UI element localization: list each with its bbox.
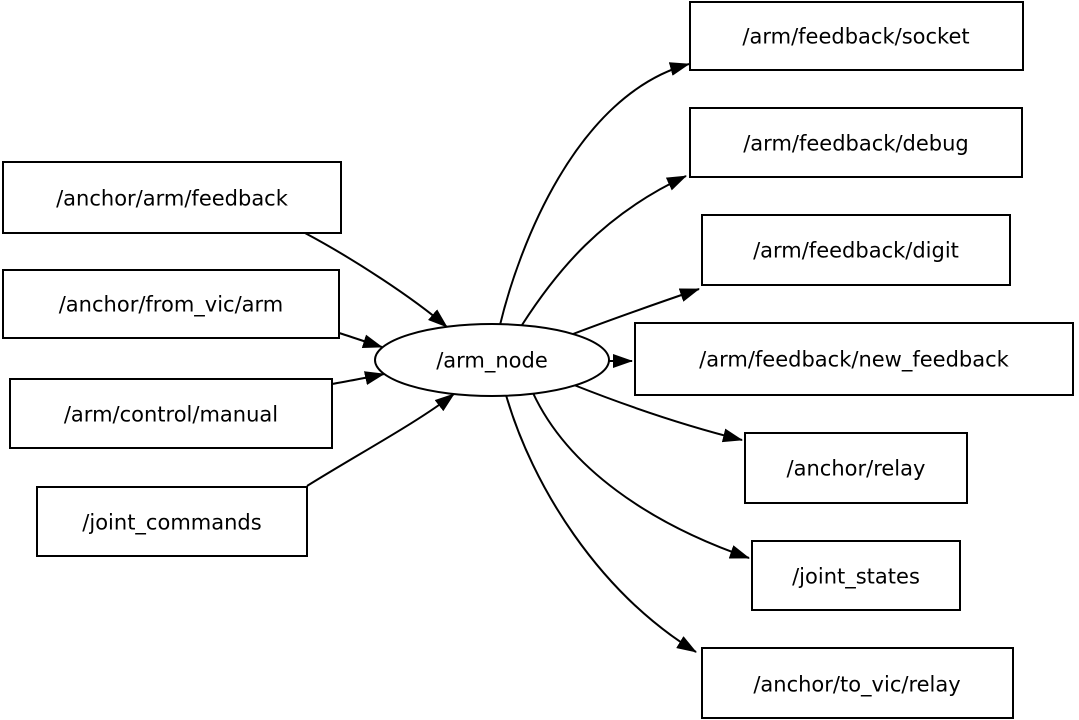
node-label-arm-feedback-socket: /arm/feedback/socket xyxy=(742,24,969,48)
node-arm-feedback-debug[interactable]: /arm/feedback/debug xyxy=(689,107,1023,178)
node-label-arm-feedback-digit: /arm/feedback/digit xyxy=(753,238,959,262)
node-label-joint-states: /joint_states xyxy=(792,564,920,589)
node-label-anchor-relay: /anchor/relay xyxy=(787,456,926,480)
node-label-arm-feedback-debug: /arm/feedback/debug xyxy=(743,131,969,155)
edge-arm-node-to-arm-feedback-debug xyxy=(521,175,687,326)
edge-arm-node-to-arm-feedback-socket xyxy=(499,62,690,326)
node-label-anchor-from-vic-arm: /anchor/from_vic/arm xyxy=(59,292,284,317)
node-arm-feedback-socket[interactable]: /arm/feedback/socket xyxy=(689,1,1024,71)
node-joint-states[interactable]: /joint_states xyxy=(751,540,961,611)
edge-arm-control-manual-to-arm-node xyxy=(331,371,385,385)
edge-joint-commands-to-arm-node xyxy=(306,393,455,487)
node-label-arm-control-manual: /arm/control/manual xyxy=(64,402,278,426)
node-anchor-arm-feedback[interactable]: /anchor/arm/feedback xyxy=(2,161,342,234)
edge-arm-node-to-joint-states xyxy=(532,392,750,559)
node-anchor-to-vic-relay[interactable]: /anchor/to_vic/relay xyxy=(701,647,1014,719)
node-label-arm-node: /arm_node xyxy=(436,348,548,373)
edge-arm-node-to-arm-feedback-digit xyxy=(572,288,700,335)
node-arm-feedback-digit[interactable]: /arm/feedback/digit xyxy=(701,214,1011,286)
node-arm-control-manual[interactable]: /arm/control/manual xyxy=(9,378,333,449)
node-label-anchor-arm-feedback: /anchor/arm/feedback xyxy=(56,186,289,210)
edge-arm-node-to-anchor-relay xyxy=(573,384,743,443)
node-label-arm-feedback-new-feedback: /arm/feedback/new_feedback xyxy=(699,347,1009,372)
node-joint-commands[interactable]: /joint_commands xyxy=(36,486,308,557)
node-anchor-relay[interactable]: /anchor/relay xyxy=(744,432,968,504)
edge-anchor-arm-feedback-to-arm-node xyxy=(304,232,448,328)
node-arm-node[interactable]: /arm_node xyxy=(374,323,610,397)
edge-anchor-from-vic-arm-to-arm-node xyxy=(338,332,383,349)
node-label-joint-commands: /joint_commands xyxy=(82,510,261,535)
edge-arm-node-to-anchor-to-vic-relay xyxy=(505,394,697,653)
node-arm-feedback-new-feedback[interactable]: /arm/feedback/new_feedback xyxy=(634,322,1074,396)
node-anchor-from-vic-arm[interactable]: /anchor/from_vic/arm xyxy=(2,269,340,339)
node-label-anchor-to-vic-relay: /anchor/to_vic/relay xyxy=(753,672,960,697)
